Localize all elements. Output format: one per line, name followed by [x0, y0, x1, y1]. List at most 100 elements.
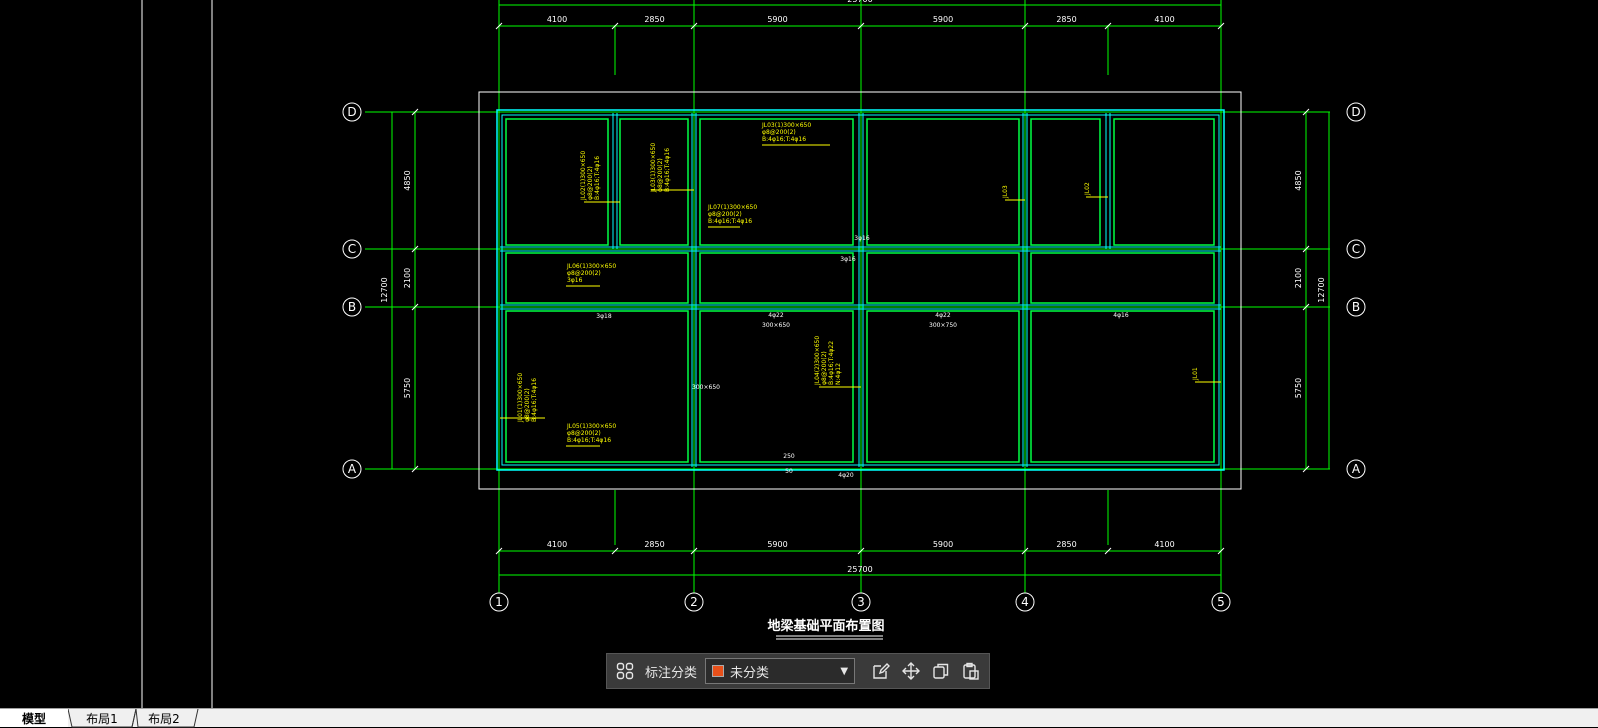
room-outline — [866, 252, 1020, 304]
axis-label-column: 2 — [690, 595, 698, 609]
tab-layout-2[interactable]: 布局2 — [148, 711, 180, 726]
segment-label: 3φ16 — [840, 256, 856, 263]
layout-grid-icon[interactable] — [613, 659, 637, 683]
dimension-tick — [1302, 245, 1310, 253]
beam-label: JL03(1)300×650 — [761, 122, 811, 129]
dimension-text: 5750 — [403, 378, 412, 398]
room-outline — [699, 252, 854, 304]
category-color-swatch — [712, 665, 725, 677]
axis-label-row: A — [1352, 462, 1361, 476]
beam-label: B:4φ16;T:4φ22 — [828, 341, 835, 385]
move-icon[interactable] — [899, 659, 923, 683]
axis-bubble — [1015, 592, 1035, 612]
annotation-category-label: 标注分类 — [645, 665, 698, 681]
segment-label: 300×650 — [692, 384, 720, 391]
beam-label: B:4φ16;T:4φ16 — [762, 136, 806, 143]
dimension-tick — [1217, 547, 1225, 555]
room-outline — [505, 252, 689, 304]
dimension-total: 25700 — [847, 0, 872, 4]
axis-bubble — [342, 102, 362, 122]
axis-grid-lines — [365, 0, 1330, 595]
axis-bubble — [1346, 297, 1366, 317]
room-outline — [1030, 310, 1215, 463]
dimension-tick — [1104, 547, 1112, 555]
tab-model[interactable]: 模型 — [0, 709, 68, 727]
beam-label: JL01(1)300×650 — [517, 373, 524, 423]
beam-label: φ8@200(2) — [567, 430, 601, 437]
foundation-boundary — [478, 91, 1242, 490]
dimension-tick — [411, 245, 419, 253]
dimension-tick — [1302, 303, 1310, 311]
dimension-tick — [1302, 108, 1310, 116]
segment-label: 4φ16 — [1113, 312, 1129, 319]
dimension-tick — [1104, 22, 1112, 30]
segment-label: 300×750 — [929, 322, 957, 329]
axis-bubble — [1346, 459, 1366, 479]
room-outline — [1113, 118, 1215, 246]
dimension-text: 2100 — [1294, 268, 1303, 288]
dimension-tick — [1021, 547, 1029, 555]
beam-label: JL03 — [1002, 185, 1009, 199]
beam-label: 3φ16 — [567, 277, 583, 284]
dimension-text: 2100 — [403, 268, 412, 288]
outer-wall-inner — [501, 114, 1220, 466]
category-value: 未分类 — [730, 665, 770, 681]
axis-label-row: C — [1352, 242, 1360, 256]
beam-label: φ8@200(2) — [708, 211, 742, 218]
dimension-text: 4100 — [1154, 540, 1174, 549]
dimension-tick — [1021, 22, 1029, 30]
dimension-tick — [690, 547, 698, 555]
dimension-total: 12700 — [1317, 277, 1326, 302]
segment-label: 4φ20 — [838, 472, 854, 479]
beam-label: JL02 — [1084, 182, 1091, 196]
dimension-tick — [411, 108, 419, 116]
dimension-text: 5900 — [767, 15, 787, 24]
beam-label: JL01 — [1192, 367, 1199, 381]
dimension-tick — [411, 465, 419, 473]
room-outline — [505, 310, 689, 463]
layout-tab-bar: 模型 布局1 布局2 — [0, 708, 1598, 728]
beam-label: JL02(1)300×650 — [580, 151, 587, 201]
dimension-total: 25700 — [847, 565, 872, 574]
beam-label: φ8@200(2) — [762, 129, 796, 136]
dimension-text: 4850 — [1294, 170, 1303, 190]
segment-label: 3φ18 — [596, 313, 612, 320]
axis-bubble — [684, 592, 704, 612]
dimension-text: 4100 — [1154, 15, 1174, 24]
category-dropdown[interactable]: 未分类 ▼ — [705, 658, 856, 684]
beam-label: JL06(1)300×650 — [566, 263, 616, 270]
dimension-lines: 4100 2850 5900 5900 2850 4100 25700 4100 2850 590… — [380, 0, 1330, 576]
dimension-text: 4100 — [547, 540, 567, 549]
tab-layout-1[interactable]: 布局1 — [86, 711, 118, 726]
beam-label: φ8@200(2) — [587, 166, 594, 200]
dimension-tick — [857, 547, 865, 555]
axis-label-column: 1 — [495, 595, 503, 609]
copy-icon[interactable] — [929, 659, 953, 683]
dimension-text: 2850 — [1056, 540, 1076, 549]
axis-label-row: D — [347, 105, 356, 119]
segment-label: 4φ22 — [935, 312, 951, 319]
paste-icon[interactable] — [959, 659, 983, 683]
axis-bubble — [851, 592, 871, 612]
axis-bubble — [342, 459, 362, 479]
dimension-text: 2850 — [1056, 15, 1076, 24]
beam-label: φ8@200(2) — [524, 388, 531, 422]
drawing-canvas[interactable]: 4100 2850 5900 5900 2850 4100 25700 4100 2850 590… — [0, 0, 1598, 708]
axis-label-column: 3 — [857, 595, 865, 609]
dimension-text: 2850 — [644, 540, 664, 549]
dimension-text: 5900 — [933, 540, 953, 549]
edit-annotation-icon[interactable] — [869, 659, 893, 683]
foundation-walls — [478, 91, 1242, 490]
dimension-total: 12700 — [380, 277, 389, 302]
axis-bubble — [489, 592, 509, 612]
dimension-tick — [495, 22, 503, 30]
dimension-tick — [1217, 22, 1225, 30]
dimension-tick — [411, 303, 419, 311]
beam-label: N:4φ12 — [835, 363, 842, 385]
room-outline — [1030, 252, 1215, 304]
axis-label-row: D — [1351, 105, 1360, 119]
dimension-text: 5900 — [767, 540, 787, 549]
axis-label-row: A — [348, 462, 357, 476]
segment-label: 50 — [785, 468, 793, 475]
